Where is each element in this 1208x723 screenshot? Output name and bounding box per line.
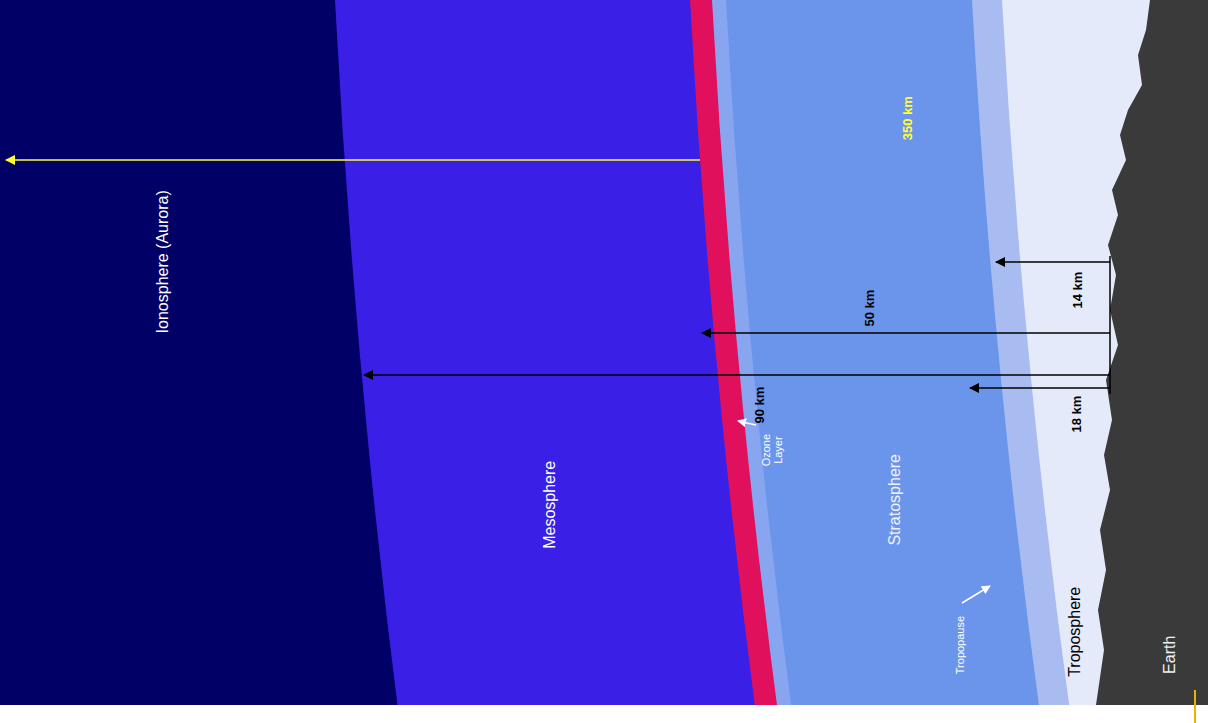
altitude-label: 50 km xyxy=(863,290,877,327)
layer-name: Mesosphere xyxy=(541,461,559,549)
page-margin xyxy=(0,705,1208,723)
altitude-label: 90 km xyxy=(753,387,767,424)
baseline xyxy=(1109,256,1111,394)
layer-name: Stratosphere xyxy=(886,454,904,546)
altitude-arrow xyxy=(6,159,700,161)
layer-name: Earth xyxy=(1161,636,1179,674)
layer-callout: Ozone Layer xyxy=(760,434,784,466)
altitude-label: 14 km xyxy=(1071,272,1085,309)
layer-band: Mesosphere xyxy=(541,461,559,549)
altitude-label: 350 km xyxy=(901,96,915,140)
altitude-arrow xyxy=(702,332,1110,334)
layer-band: Troposphere xyxy=(1066,587,1084,677)
altitude-label: 18 km xyxy=(1070,396,1084,433)
earth-region: Earth xyxy=(1161,636,1179,674)
layer-band: Ionosphere (Aurora) xyxy=(153,190,171,333)
altitude-label: 50 km xyxy=(863,290,877,327)
leader-line xyxy=(962,586,990,603)
layer-callout: Tropopause xyxy=(954,616,966,674)
altitude-label: 14 km xyxy=(1071,272,1085,309)
layer-band: Stratosphere xyxy=(886,454,904,546)
altitude-label: 350 km xyxy=(901,96,915,140)
altitude-arrow xyxy=(364,374,1110,376)
altitude-arrow xyxy=(996,261,1110,263)
stratosphere-band xyxy=(699,0,1208,723)
layer-name: Troposphere xyxy=(1066,587,1084,677)
stratosphere-band xyxy=(713,0,1208,723)
altitude-arrow xyxy=(970,387,1110,389)
ozone-band xyxy=(677,0,1208,723)
altitude-label: 18 km xyxy=(1070,396,1084,433)
slide-bar xyxy=(1194,690,1196,723)
altitude-label: 90 km xyxy=(753,387,767,424)
tropopause-band xyxy=(958,0,1208,723)
troposphere-band xyxy=(988,0,1208,723)
layer-callout: Tropopause xyxy=(954,616,966,674)
layer-name: Ionosphere (Aurora) xyxy=(153,190,171,333)
earth-surface xyxy=(1096,0,1208,705)
mesosphere-band xyxy=(322,0,1208,723)
layer-callout: Ozone Layer xyxy=(760,434,784,466)
